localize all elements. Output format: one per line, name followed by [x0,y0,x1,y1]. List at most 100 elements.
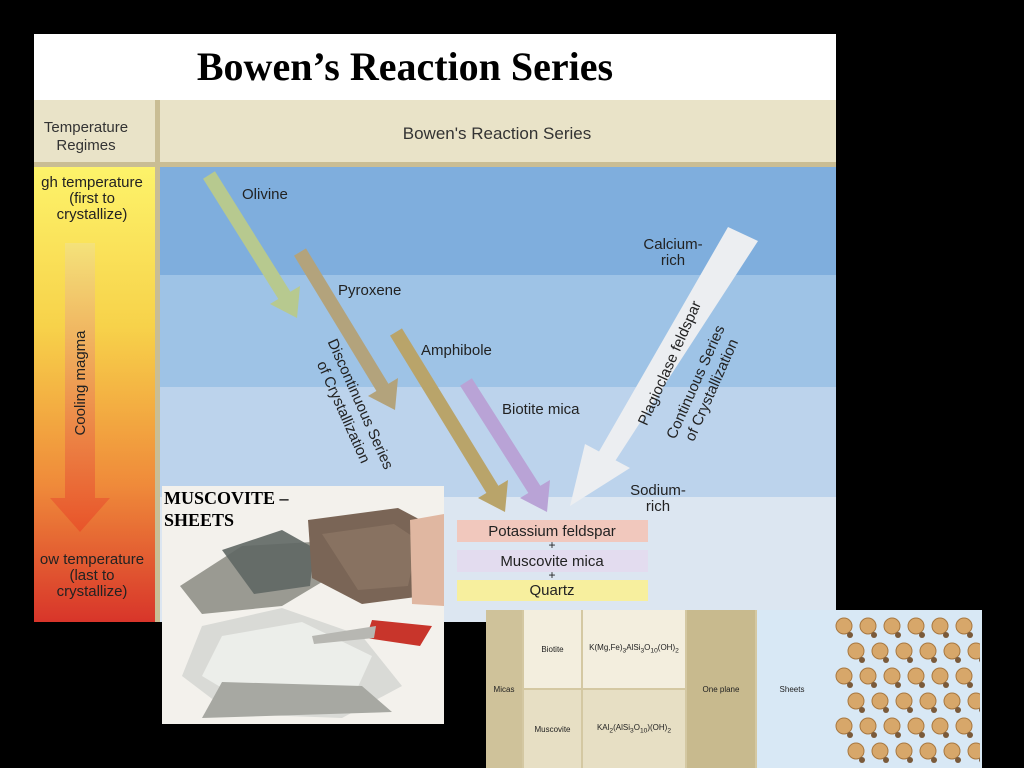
silicon-atom [882,757,889,763]
silicon-atom [870,632,877,638]
oxygen-atom [835,717,852,735]
silicon-atom [906,707,913,713]
oxygen-atom [835,667,852,685]
silicon-atom [954,707,961,713]
type-label: Sheets [779,684,805,694]
oxygen-atom [907,717,924,735]
silicon-atom [966,682,973,688]
sodium-rich-line1: Sodium- [630,482,686,499]
slide-title: Bowen’s Reaction Series [196,44,614,89]
oxygen-atom [967,692,980,710]
biotite-label: Biotite mica [502,401,580,418]
header-left-border [155,100,160,622]
muscovite-photo [162,486,444,724]
sodium-rich-line2: rich [646,498,670,515]
silicon-atom [894,682,901,688]
oxygen-atom [847,742,864,760]
silicon-atom [858,757,865,763]
silicon-atom [930,707,937,713]
header-left-bg [34,100,157,165]
pyroxene-label: Pyroxene [338,282,401,299]
silicon-atom [942,632,949,638]
type-cell: Sheets [757,610,827,768]
sheet-silicate-model [835,617,980,763]
biotite-formula: K(Mg,Fe)3AlSi3O10(OH)2 [589,643,679,655]
structure-label: One plane [702,684,740,694]
oxygen-atom [883,717,900,735]
muscovite-mica-box [457,550,648,572]
low-temp-line1: ow temperature [40,551,144,568]
oxygen-atom [847,692,864,710]
potassium-feldspar-label: Potassium feldspar [488,523,616,540]
quartz-label: Quartz [529,582,574,599]
oxygen-atom [907,667,924,685]
oxygen-atom [955,717,972,735]
biotite-name-cell: Biotite [524,610,581,688]
bowen-main-header: Bowen's Reaction Series [403,124,591,143]
oxygen-atom [871,742,888,760]
plagioclase-arrow [570,227,758,506]
oxygen-atom [943,742,960,760]
silicon-atom [846,732,853,738]
silicon-atom [906,657,913,663]
oxygen-atom [967,742,980,760]
oxygen-atom [931,617,948,635]
oxygen-atom [931,717,948,735]
olivine-label: Olivine [242,186,288,203]
biotite-formula-cell: K(Mg,Fe)3AlSi3O10(OH)2 [583,610,685,688]
plus-2: + [548,568,555,582]
silicon-atom [978,707,980,713]
olivine-arrow [203,171,300,318]
cooling-magma-label: Cooling magma [72,330,89,436]
oxygen-atom [835,617,852,635]
silicon-atom [942,682,949,688]
oxygen-atom [859,617,876,635]
muscovite-mica-label: Muscovite mica [500,553,604,570]
oxygen-atom [871,642,888,660]
silicon-atom [918,682,925,688]
silicon-atom [942,732,949,738]
low-temp-line3: crystallize) [57,583,128,600]
oxygen-atom [859,667,876,685]
muscovite-sheets-illustration [162,486,444,724]
oxygen-atom [943,642,960,660]
micas-label: Micas [493,684,515,694]
amphibole-label: Amphibole [421,342,492,359]
muscovite-name-cell: Muscovite [524,690,581,768]
silicon-atom [894,632,901,638]
cooling-arrow [50,243,110,532]
oxygen-atom [931,667,948,685]
mica-table: Micas Biotite K(Mg,Fe)3AlSi3O10(OH)2 Mus… [486,610,982,768]
oxygen-atom [919,692,936,710]
silicon-atom [906,757,913,763]
micas-cell: Micas [486,610,522,768]
structure-cell: One plane [687,610,755,768]
silicon-atom [882,657,889,663]
muscovite-label-line2: SHEETS [164,510,235,530]
sheet-model-cell [827,610,982,768]
silicon-atom [858,707,865,713]
oxygen-atom [895,742,912,760]
muscovite-formula: KAl2(AlSi3O10)(OH)2 [596,723,672,735]
silicon-atom [954,657,961,663]
quartz-box [457,580,648,601]
silicon-atom [978,757,980,763]
silicon-atom [870,682,877,688]
header-bottom-border [34,162,836,167]
biotite-name: Biotite [541,644,564,654]
silicon-atom [870,732,877,738]
pyroxene-arrow [294,248,398,410]
oxygen-atom [919,742,936,760]
silicon-atom [894,732,901,738]
oxygen-atom [955,667,972,685]
calcium-rich-line2: rich [661,252,685,269]
oxygen-atom [895,692,912,710]
oxygen-atom [859,717,876,735]
title-bar [34,34,836,100]
oxygen-atom [847,642,864,660]
oxygen-atom [907,617,924,635]
silicon-atom [966,632,973,638]
oxygen-atom [895,642,912,660]
silicon-atom [978,657,980,663]
oxygen-atom [967,642,980,660]
